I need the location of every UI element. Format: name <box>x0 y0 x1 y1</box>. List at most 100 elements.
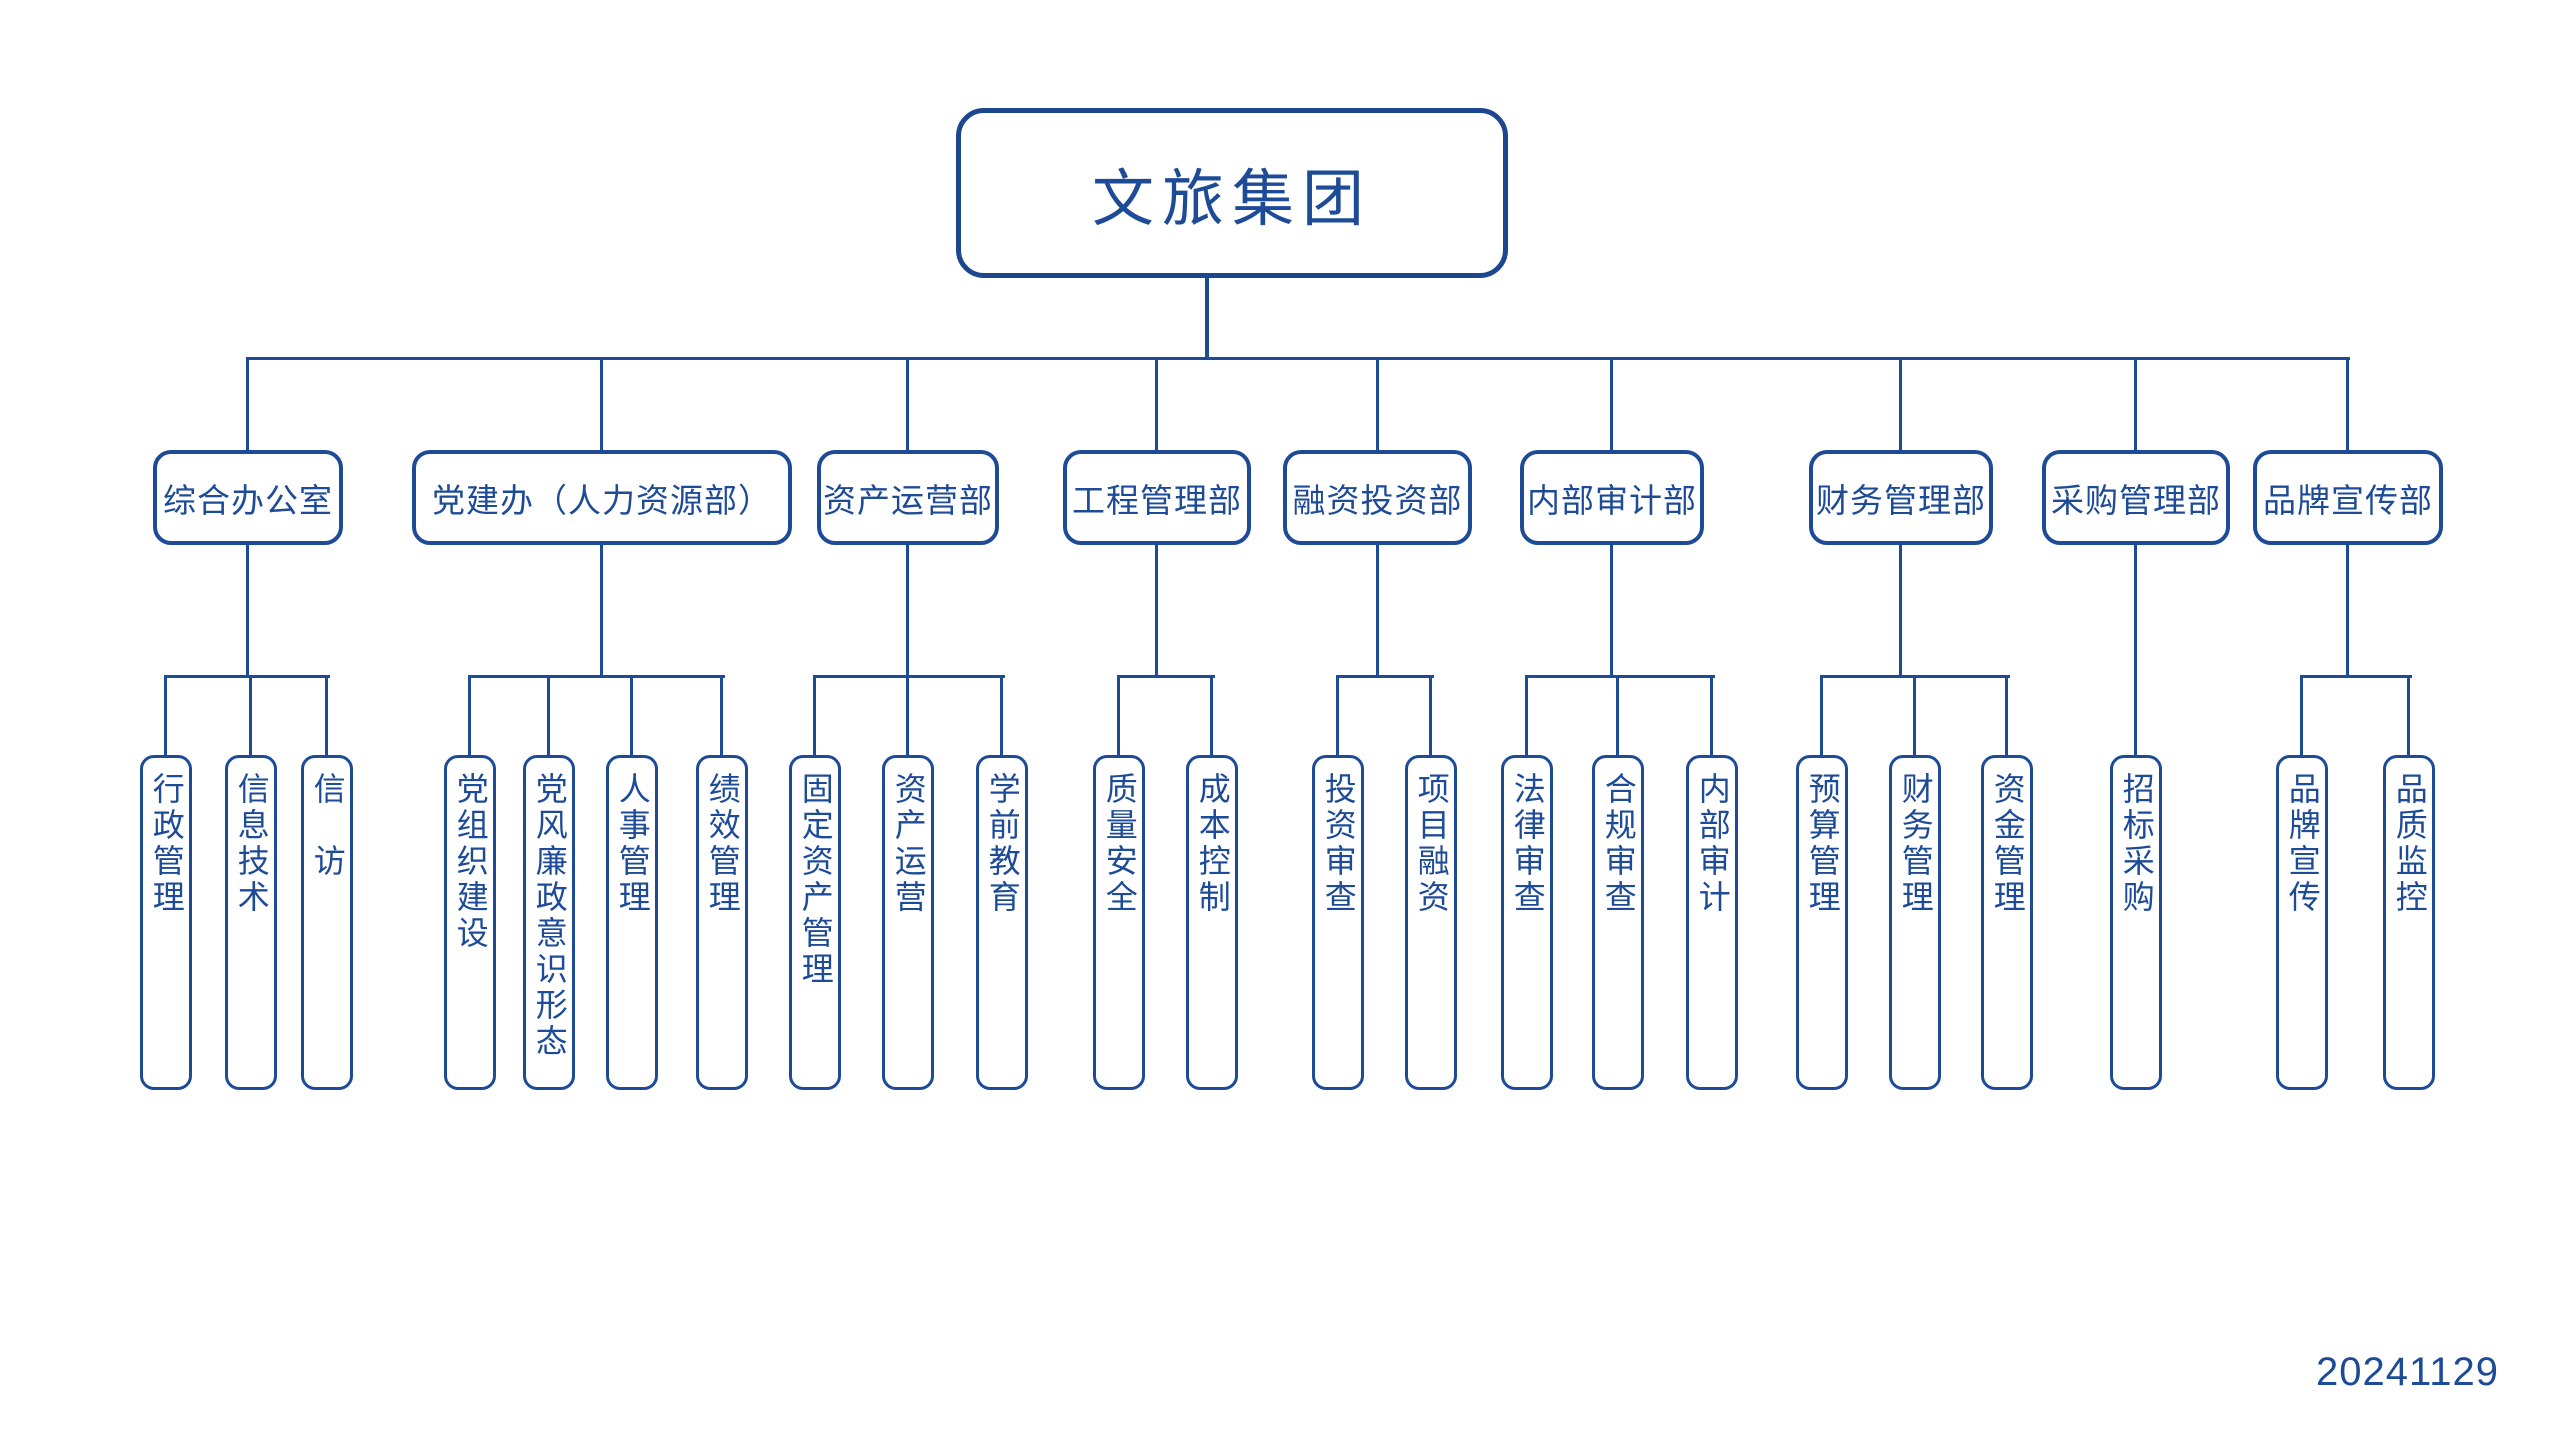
child-label: 质量安全 <box>1101 772 1138 916</box>
child-label: 党组织建设 <box>452 772 489 952</box>
connector <box>1205 277 1209 357</box>
child-label: 固定资产管理 <box>797 772 834 988</box>
child-label: 人事管理 <box>614 772 651 916</box>
connector <box>1155 357 1158 450</box>
dept-label: 融资投资部 <box>1292 481 1463 519</box>
connector <box>906 357 909 450</box>
child-label: 资产运营 <box>890 772 927 916</box>
child-label: 信息技术 <box>233 772 270 916</box>
child-node-financial-mgmt: 财务管理 <box>1889 755 1941 1090</box>
child-node-quality-monitor: 品质监控 <box>2383 755 2435 1090</box>
connector <box>600 545 603 675</box>
child-node-budget-mgmt: 预算管理 <box>1796 755 1848 1090</box>
child-label: 招标采购 <box>2118 772 2155 916</box>
child-label: 合规审查 <box>1600 772 1637 916</box>
child-node-cost-control: 成本控制 <box>1186 755 1238 1090</box>
child-node-internal-audit: 内部审计 <box>1686 755 1738 1090</box>
connector <box>1616 675 1619 755</box>
connector <box>1710 675 1713 755</box>
child-label: 学前教育 <box>984 772 1021 916</box>
connector <box>2134 545 2137 755</box>
connector <box>1376 357 1379 450</box>
child-label: 财务管理 <box>1897 772 1934 916</box>
child-label: 法律审查 <box>1509 772 1546 916</box>
date-label: 20241129 <box>2316 1350 2499 1394</box>
dept-label: 财务管理部 <box>1816 481 1986 519</box>
connector <box>1913 675 1916 755</box>
child-node-performance: 绩效管理 <box>696 755 748 1090</box>
dept-node-finance: 财务管理部 <box>1809 450 1993 545</box>
connector <box>1155 545 1158 675</box>
dept-node-internal-audit: 内部审计部 <box>1520 450 1704 545</box>
connector <box>2005 675 2008 755</box>
child-node-legal-review: 法律审查 <box>1501 755 1553 1090</box>
connector <box>813 675 816 755</box>
dept-node-procurement: 采购管理部 <box>2042 450 2230 545</box>
connector <box>630 675 633 755</box>
child-label: 投资审查 <box>1320 772 1357 916</box>
child-label: 预算管理 <box>1804 772 1841 916</box>
child-node-admin-mgmt: 行政管理 <box>140 755 192 1090</box>
child-label: 成本控制 <box>1194 772 1231 916</box>
dept-label: 党建办（人力资源部） <box>432 481 772 519</box>
connector <box>2302 675 2412 678</box>
connector <box>166 675 330 678</box>
connector <box>1610 545 1613 675</box>
connector <box>906 675 909 755</box>
child-label: 品牌宣传 <box>2284 772 2321 916</box>
connector <box>1525 675 1528 755</box>
connector <box>1338 675 1434 678</box>
connector <box>1117 675 1120 755</box>
child-node-investment-review: 投资审查 <box>1312 755 1364 1090</box>
connector <box>1822 675 2010 678</box>
connector <box>2134 357 2137 450</box>
connector <box>325 675 328 755</box>
connector <box>468 675 471 755</box>
connector <box>1376 545 1379 675</box>
root-node-label: 文旅集团 <box>1091 165 1372 234</box>
child-node-preschool-edu: 学前教育 <box>976 755 1028 1090</box>
dept-node-brand: 品牌宣传部 <box>2253 450 2443 545</box>
child-node-petitions: 信 访 <box>301 755 353 1090</box>
child-node-party-org: 党组织建设 <box>444 755 496 1090</box>
connector <box>1429 675 1432 755</box>
connector <box>164 675 167 755</box>
connector <box>246 545 249 675</box>
dept-label: 资产运营部 <box>823 481 993 519</box>
child-label: 品质监控 <box>2391 772 2428 916</box>
connector <box>1210 675 1213 755</box>
child-label: 党风廉政意识形态 <box>531 772 568 1060</box>
dept-node-asset-operations: 资产运营部 <box>817 450 999 545</box>
child-node-fixed-assets: 固定资产管理 <box>789 755 841 1090</box>
child-label: 内部审计 <box>1694 772 1731 916</box>
child-node-tendering: 招标采购 <box>2110 755 2162 1090</box>
dept-node-financing-investment: 融资投资部 <box>1283 450 1472 545</box>
connector <box>1820 675 1823 755</box>
dept-node-engineering: 工程管理部 <box>1063 450 1251 545</box>
connector <box>1610 357 1613 450</box>
connector <box>249 675 252 755</box>
child-label: 信 访 <box>309 772 346 880</box>
connector <box>906 545 909 675</box>
connector <box>815 675 1005 678</box>
connector <box>2300 675 2303 755</box>
child-node-compliance-review: 合规审查 <box>1592 755 1644 1090</box>
connector <box>600 357 603 450</box>
child-node-funds-mgmt: 资金管理 <box>1981 755 2033 1090</box>
dept-label: 综合办公室 <box>163 481 333 519</box>
dept-label: 采购管理部 <box>2051 481 2221 519</box>
dept-node-general-office: 综合办公室 <box>153 450 343 545</box>
connector <box>1336 675 1339 755</box>
child-label: 行政管理 <box>148 772 185 916</box>
connector <box>1119 675 1215 678</box>
connector <box>2346 357 2349 450</box>
connector <box>1899 357 1902 450</box>
child-label: 项目融资 <box>1413 772 1450 916</box>
dept-label: 品牌宣传部 <box>2263 481 2433 519</box>
child-node-brand-promo: 品牌宣传 <box>2276 755 2328 1090</box>
root-node: 文旅集团 <box>956 108 1508 278</box>
connector <box>2346 545 2349 675</box>
child-node-asset-ops: 资产运营 <box>882 755 934 1090</box>
child-node-quality-safety: 质量安全 <box>1093 755 1145 1090</box>
